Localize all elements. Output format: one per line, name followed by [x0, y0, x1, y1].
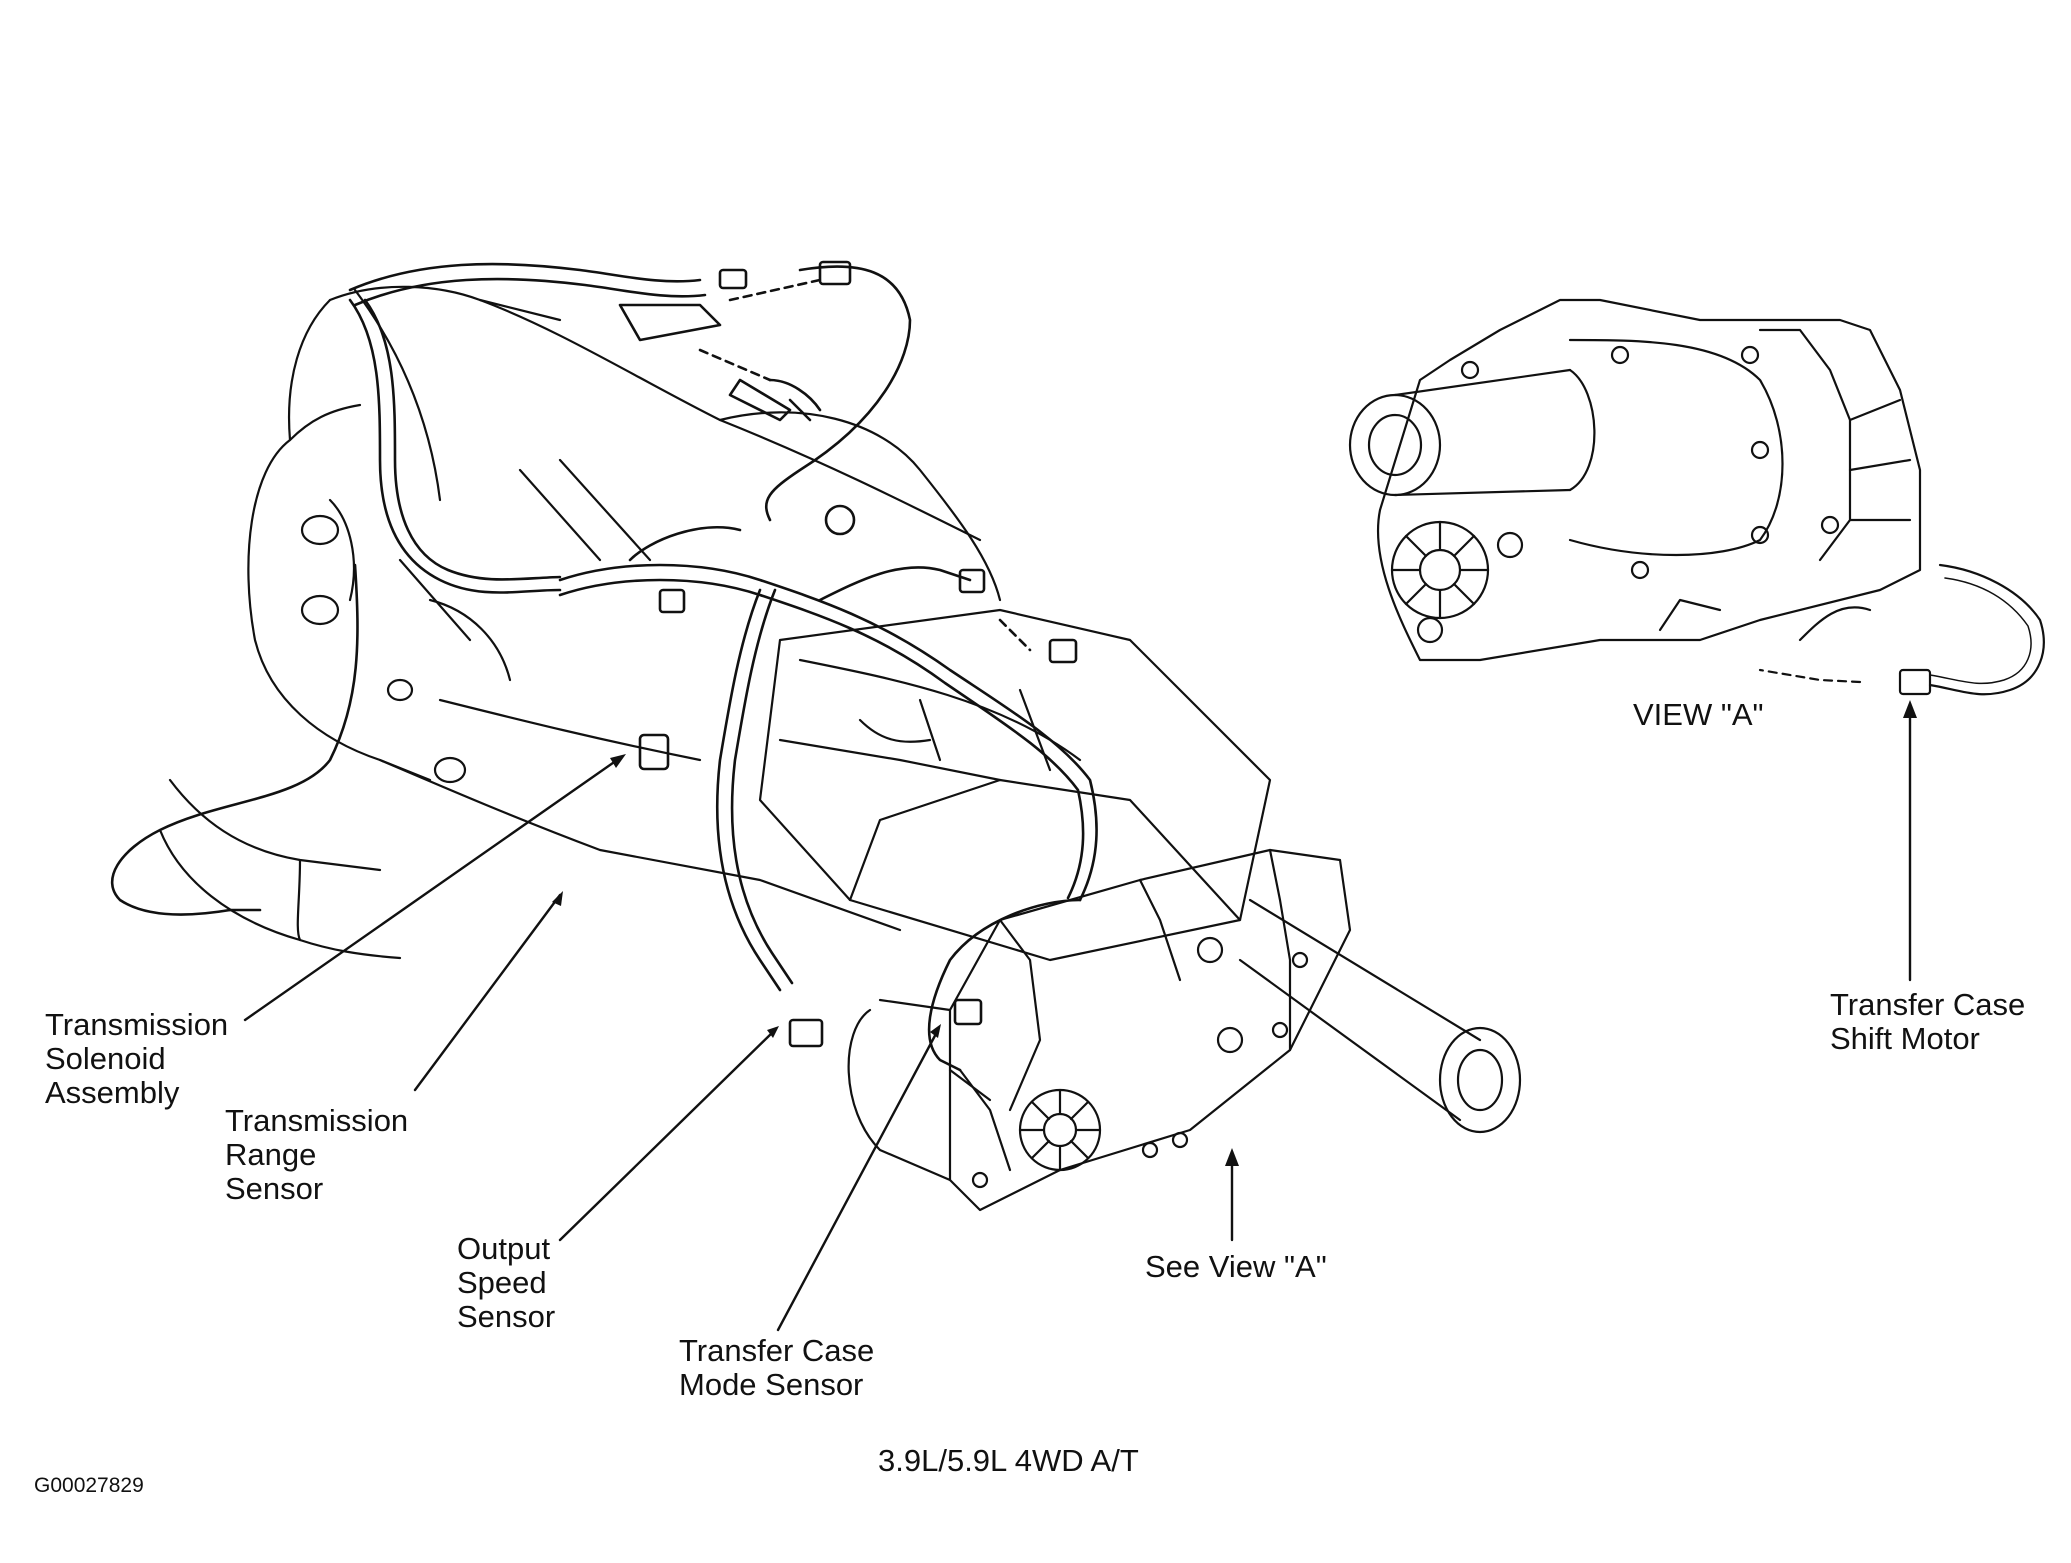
label-view-a: VIEW "A"	[1633, 698, 1764, 732]
label-line: Range	[225, 1137, 317, 1172]
view-a-illustration	[1348, 298, 2045, 696]
label-line: Transmission	[225, 1103, 409, 1138]
label-line: Transmission	[45, 1007, 229, 1042]
callout-arrowheads	[552, 700, 1917, 1166]
label-line: Assembly	[45, 1075, 180, 1110]
label-transmission-solenoid-assembly: Transmission Solenoid Assembly	[45, 1008, 228, 1110]
figure-id: G00027829	[34, 1474, 144, 1497]
label-transmission-range-sensor: Transmission Range Sensor	[225, 1104, 408, 1206]
label-line: VIEW "A"	[1633, 697, 1764, 732]
label-transfer-case-mode-sensor: Transfer Case Mode Sensor	[679, 1334, 874, 1402]
label-line: Output	[457, 1231, 551, 1266]
label-line: Sensor	[457, 1299, 556, 1334]
label-output-speed-sensor: Output Speed Sensor	[457, 1232, 555, 1334]
label-line: Mode Sensor	[679, 1367, 864, 1402]
label-line: Sensor	[225, 1171, 324, 1206]
transmission-housing	[158, 285, 1002, 960]
wiring-harness	[110, 260, 1098, 1072]
label-line: Solenoid	[45, 1041, 166, 1076]
label-line: Transfer Case	[679, 1333, 875, 1368]
label-see-view-a: See View "A"	[1145, 1250, 1327, 1284]
label-line: Speed	[457, 1265, 547, 1300]
diagram-caption: 3.9L/5.9L 4WD A/T	[878, 1443, 1139, 1478]
extension-housing	[758, 608, 1272, 962]
transfer-case	[847, 848, 1522, 1212]
label-line: Shift Motor	[1830, 1021, 1980, 1056]
callout-leaders	[243, 708, 1912, 1332]
label-line: See View "A"	[1145, 1249, 1327, 1284]
label-line: Transfer Case	[1830, 987, 2026, 1022]
label-transfer-case-shift-motor: Transfer Case Shift Motor	[1830, 988, 2025, 1056]
